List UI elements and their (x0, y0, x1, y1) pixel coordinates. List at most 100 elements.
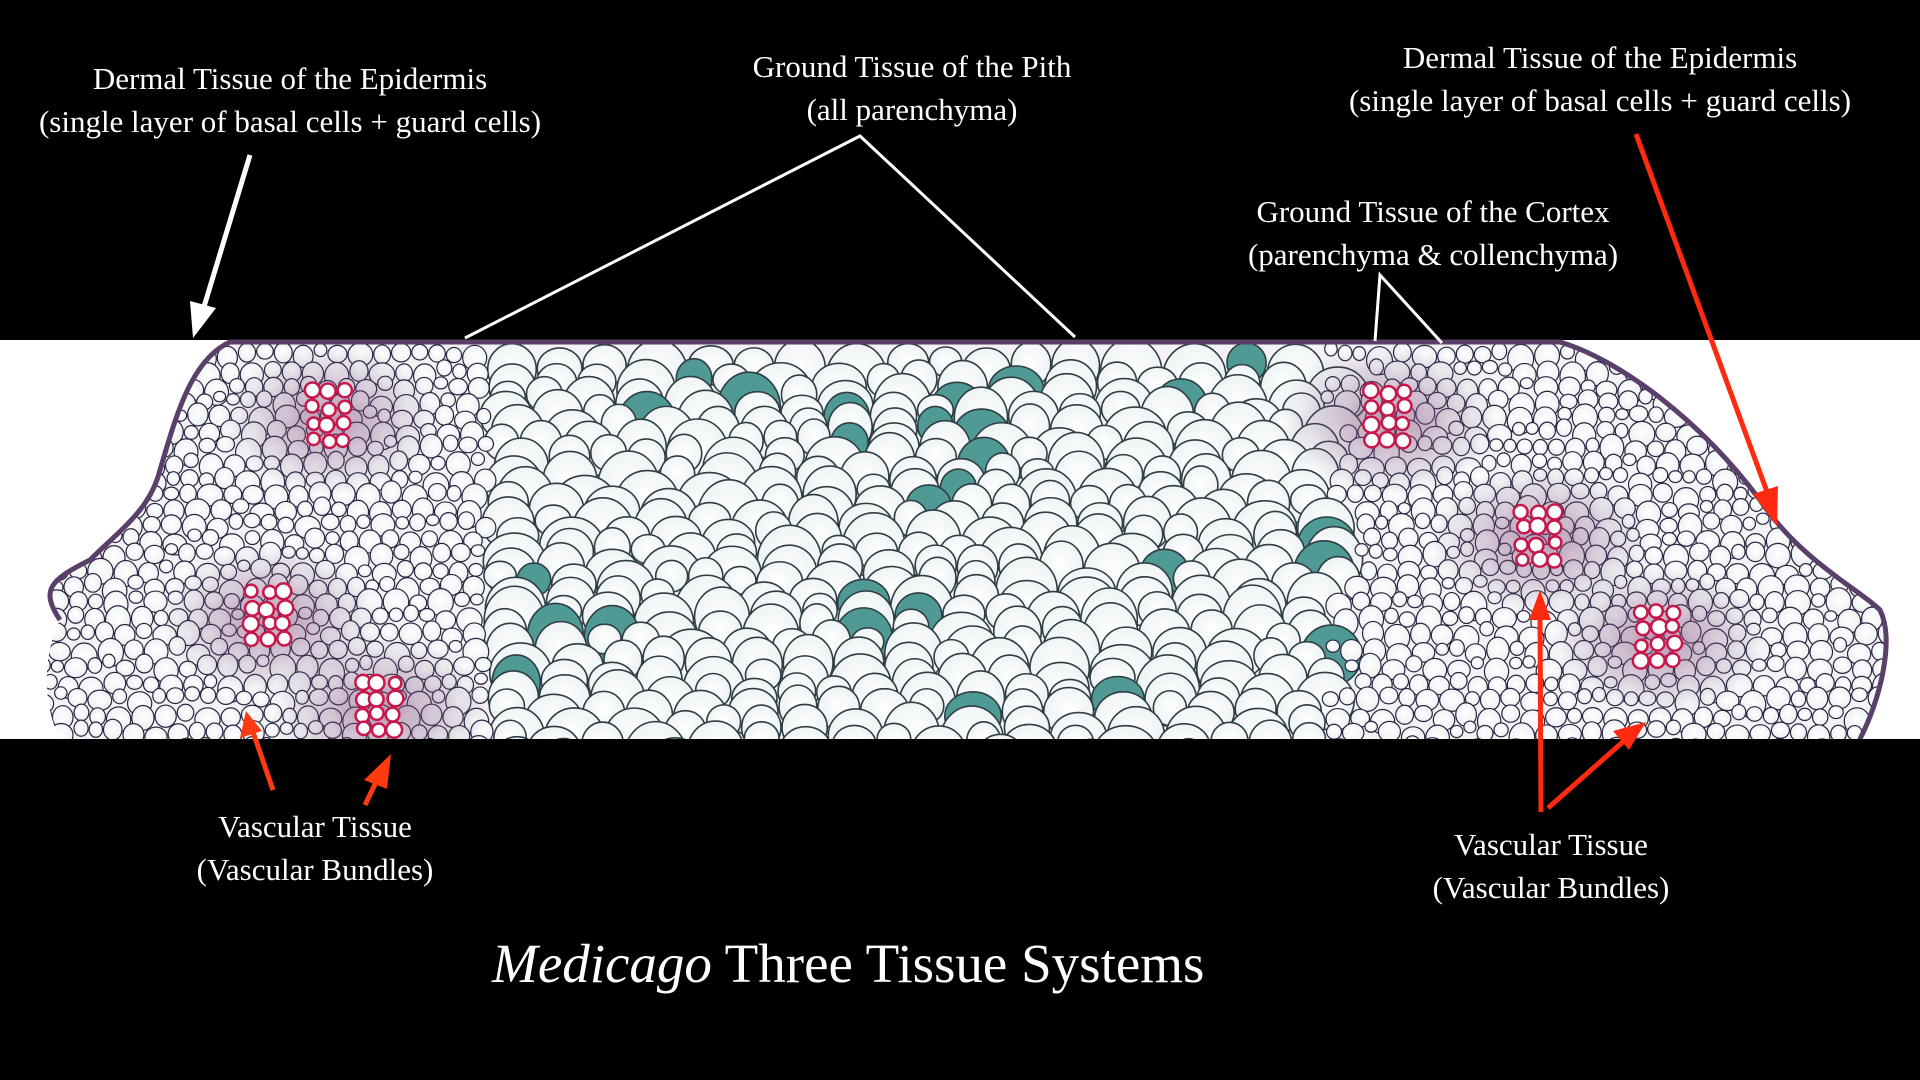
cell (1742, 516, 1757, 531)
cell (1835, 545, 1853, 561)
cell (1368, 543, 1383, 559)
cell (46, 693, 55, 715)
cell (1291, 721, 1327, 739)
cell (143, 544, 165, 565)
cell (1380, 531, 1399, 550)
cell (1787, 455, 1801, 469)
cell (176, 703, 195, 722)
cell (1810, 376, 1837, 401)
cell (1555, 418, 1573, 437)
cell (1861, 408, 1883, 430)
cell (1892, 707, 1909, 725)
cell (242, 484, 265, 505)
cell (1900, 364, 1920, 390)
cell (1656, 342, 1681, 365)
cell (1855, 455, 1883, 479)
cell (1566, 707, 1583, 724)
cell (396, 559, 415, 578)
cell (1652, 467, 1669, 484)
cell (210, 499, 233, 522)
cell (94, 392, 120, 416)
cell (46, 437, 62, 453)
cell (187, 528, 202, 542)
cell (1770, 437, 1792, 456)
cell (1706, 405, 1732, 434)
cell (1448, 639, 1465, 657)
cell (320, 513, 340, 531)
cell (1604, 736, 1630, 739)
cell (1784, 470, 1811, 498)
label-pith-line1: Ground Tissue of the Pith (752, 49, 1072, 84)
cell (142, 676, 160, 693)
title-genus: Medicago (492, 933, 712, 994)
cell (48, 467, 65, 483)
cell (1598, 466, 1613, 481)
cell (1374, 515, 1389, 530)
cell (581, 721, 625, 739)
cell (1824, 610, 1838, 622)
cell (1698, 380, 1722, 401)
xylem-vessel (1632, 604, 1649, 621)
xylem-vessel (259, 630, 277, 648)
cell (1858, 495, 1874, 513)
cell (1652, 482, 1673, 503)
cell (46, 513, 64, 535)
cell (1785, 484, 1809, 507)
cell (50, 529, 70, 552)
cell (1678, 359, 1697, 379)
cell (78, 379, 96, 396)
cell (46, 362, 49, 379)
cell (1501, 704, 1521, 723)
cell (1882, 453, 1887, 475)
pith-pointer-lines (464, 134, 1077, 340)
cell (1413, 705, 1433, 723)
cell (51, 405, 66, 418)
cell (82, 467, 107, 493)
cell (1845, 392, 1867, 414)
cell (198, 437, 217, 454)
cell (1806, 724, 1831, 739)
xylem-vessel (386, 689, 405, 708)
xylem-vessel (1394, 415, 1411, 432)
cell (73, 703, 90, 722)
cell (48, 451, 67, 470)
cell (1833, 558, 1852, 577)
cell (50, 659, 65, 673)
cell (30, 606, 45, 623)
cell (1766, 655, 1785, 673)
cell (46, 378, 55, 406)
xylem-vessel (337, 399, 353, 415)
cell (175, 359, 195, 378)
cell (1807, 342, 1834, 367)
cell (108, 441, 134, 463)
cell (1770, 642, 1787, 658)
cell (145, 421, 161, 437)
cell (1800, 453, 1814, 468)
cell (127, 574, 144, 590)
cell (1791, 512, 1814, 536)
cell (154, 704, 177, 728)
cell (1317, 738, 1359, 739)
cell (1377, 720, 1402, 739)
cell (1392, 591, 1408, 608)
cell (64, 364, 80, 380)
xylem-vessel (1631, 651, 1650, 670)
cell (63, 546, 78, 559)
cell (1736, 376, 1751, 391)
cell (60, 439, 83, 459)
cell (1056, 724, 1095, 739)
cell (1681, 376, 1699, 396)
label-cortex: Ground Tissue of the Cortex (parenchyma … (1133, 190, 1733, 276)
cell (243, 512, 261, 529)
cell (120, 347, 145, 368)
cell (260, 513, 278, 531)
cell (1716, 483, 1734, 503)
cell (1785, 359, 1813, 388)
cell (54, 686, 68, 700)
cell (1688, 542, 1710, 562)
cell (277, 516, 295, 534)
title-rest: Three Tissue Systems (711, 933, 1205, 994)
cell (476, 407, 492, 425)
cell (1766, 685, 1791, 711)
cell (1713, 424, 1731, 442)
